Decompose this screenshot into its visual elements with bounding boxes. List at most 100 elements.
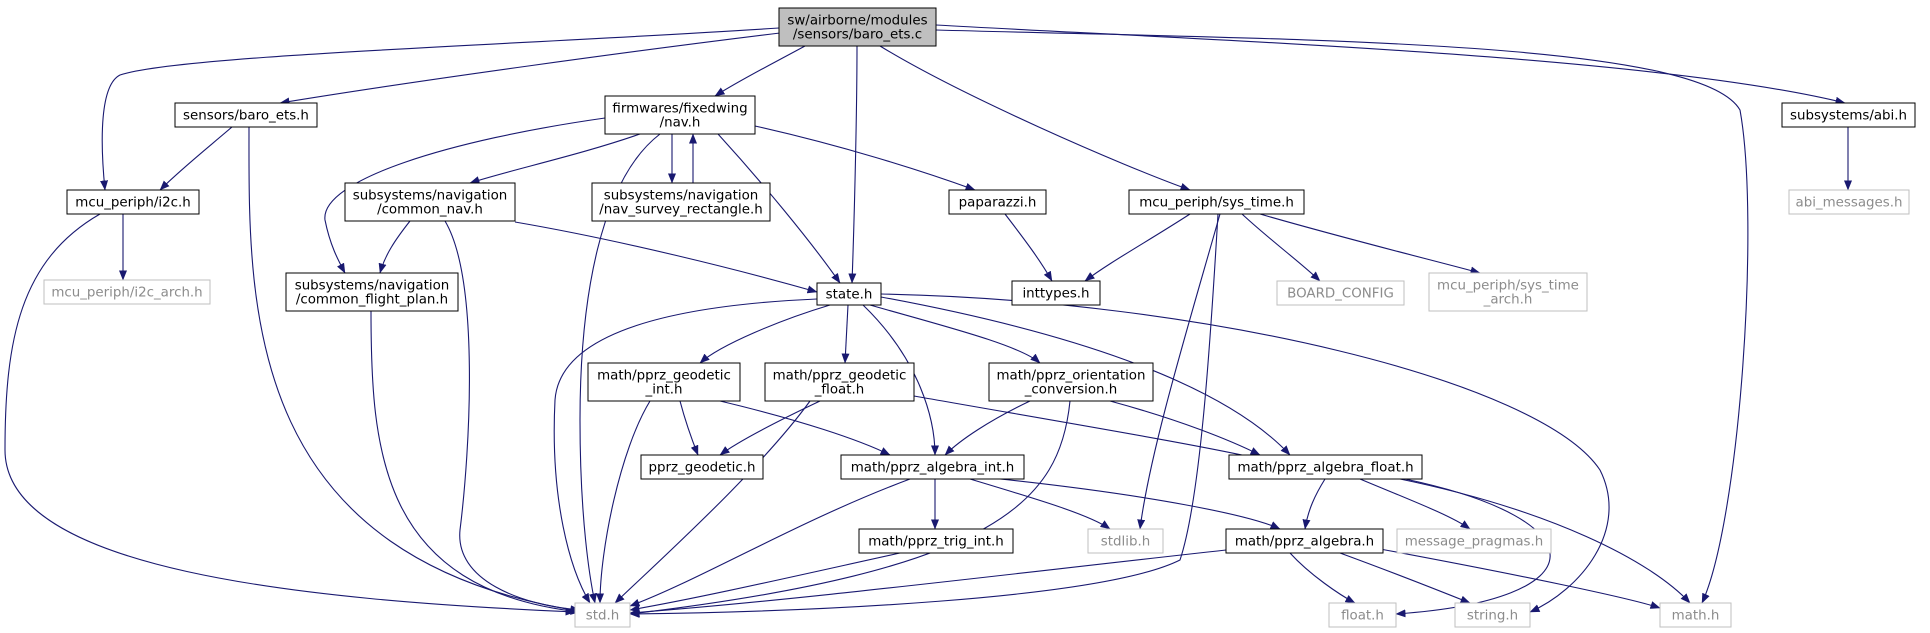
edge-nav-h-to-state-h — [717, 133, 841, 284]
edge-state-h-to-orientation-h — [869, 304, 1041, 364]
node-state-h[interactable]: state.h — [816, 282, 882, 306]
node-label: _conversion.h — [1024, 383, 1118, 398]
node-board-config: BOARD_CONFIG — [1276, 280, 1405, 306]
node-label: mcu_periph/i2c.h — [75, 196, 190, 211]
node-box — [858, 528, 1014, 554]
node-label: mcu_periph/i2c_arch.h — [51, 286, 202, 301]
node-box — [604, 95, 756, 135]
node-label: math.h — [1672, 609, 1720, 624]
edge-algebra-float-h-to-message-pragmas-h — [1359, 478, 1471, 530]
node-orientation-h[interactable]: math/pprz_orientation_conversion.h — [988, 362, 1154, 402]
node-label: abi_messages.h — [1795, 196, 1902, 211]
node-box — [778, 7, 937, 47]
edge-geodetic-float-h-to-algebra-float-h — [913, 395, 1261, 461]
edge-common-nav-h-to-common-flight-plan-h — [378, 220, 411, 274]
node-box — [66, 189, 200, 215]
node-paparazzi-h[interactable]: paparazzi.h — [948, 189, 1047, 215]
node-algebra-int-h[interactable]: math/pprz_algebra_int.h — [840, 454, 1025, 480]
node-box — [1276, 280, 1405, 306]
edge-common-nav-h-to-state-h — [514, 221, 818, 294]
node-label: math/pprz_algebra_float.h — [1237, 461, 1413, 476]
node-label: math/pprz_algebra_int.h — [851, 461, 1015, 476]
node-box — [43, 279, 211, 305]
node-label: math/pprz_geodetic — [773, 369, 907, 384]
edge-algebra-int-h-to-std-h — [629, 478, 911, 607]
node-box — [587, 362, 741, 402]
node-algebra-float-h[interactable]: math/pprz_algebra_float.h — [1228, 454, 1423, 480]
edge-algebra-h-to-math-h — [1379, 548, 1661, 609]
node-box — [1788, 189, 1910, 215]
edge-state-h-to-std-h — [553, 298, 818, 604]
node-box — [1454, 602, 1531, 628]
node-label: inttypes.h — [1022, 287, 1089, 302]
node-geodetic-int-h[interactable]: math/pprz_geodetic_int.h — [587, 362, 741, 402]
edge-state-h-to-geodetic-float-h — [841, 304, 850, 364]
edge-state-h-to-geodetic-int-h — [699, 304, 831, 364]
node-label: /nav.h — [660, 116, 701, 131]
node-label: math/pprz_algebra.h — [1235, 535, 1374, 550]
node-message-pragmas-h: message_pragmas.h — [1396, 528, 1552, 554]
node-box — [1087, 528, 1164, 554]
node-box — [1228, 454, 1423, 480]
node-box — [174, 102, 318, 128]
node-label: mcu_periph/sys_time — [1437, 279, 1579, 294]
node-trig-int-h[interactable]: math/pprz_trig_int.h — [858, 528, 1014, 554]
node-box — [1659, 602, 1732, 628]
node-box — [1328, 602, 1397, 628]
edge-algebra-h-to-float-h — [1289, 552, 1356, 604]
node-sys-time-arch-h: mcu_periph/sys_time_arch.h — [1428, 272, 1588, 312]
node-box — [1128, 189, 1305, 215]
edge-root-to-i2c-h — [100, 27, 780, 191]
node-label: /common_flight_plan.h — [296, 293, 448, 308]
node-label: _float.h — [814, 383, 865, 398]
node-label: subsystems/navigation — [353, 189, 508, 204]
edge-geodetic-int-h-to-algebra-int-h — [719, 400, 891, 456]
node-box — [1011, 280, 1101, 306]
edge-state-h-to-string-h — [880, 293, 1610, 613]
node-algebra-h[interactable]: math/pprz_algebra.h — [1225, 528, 1384, 554]
node-label: std.h — [586, 609, 619, 624]
node-pprz-geodetic-h[interactable]: pprz_geodetic.h — [640, 454, 764, 480]
node-math-h: math.h — [1659, 602, 1732, 628]
node-inttypes-h[interactable]: inttypes.h — [1011, 280, 1101, 306]
edge-common-nav-h-to-std-h — [444, 220, 581, 614]
node-common-nav-h[interactable]: subsystems/navigation/common_nav.h — [344, 182, 516, 222]
edge-geodetic-int-h-to-pprz-geodetic-h — [679, 400, 699, 456]
edge-sys-time-h-to-sys-time-arch-h — [1259, 213, 1481, 275]
node-label: message_pragmas.h — [1405, 535, 1544, 550]
edge-orientation-h-to-algebra-float-h — [1109, 400, 1261, 456]
node-label: string.h — [1467, 609, 1518, 624]
edge-root-to-abi-h — [935, 24, 1846, 105]
node-sys-time-h[interactable]: mcu_periph/sys_time.h — [1128, 189, 1305, 215]
node-box — [1225, 528, 1384, 554]
node-geodetic-float-h[interactable]: math/pprz_geodetic_float.h — [764, 362, 915, 402]
node-box — [574, 602, 631, 628]
node-box — [948, 189, 1047, 215]
node-box — [640, 454, 764, 480]
edge-sys-time-h-to-stdlib-h — [1137, 213, 1221, 530]
edge-sys-time-h-to-board-config — [1241, 213, 1321, 282]
node-abi-messages-h: abi_messages.h — [1788, 189, 1910, 215]
edge-sys-time-h-to-std-h — [629, 213, 1219, 618]
node-abi-h[interactable]: subsystems/abi.h — [1781, 102, 1916, 128]
node-label: math/pprz_geodetic — [597, 369, 731, 384]
edge-sensors-baro-ets-h-to-i2c-h — [159, 126, 233, 191]
node-box — [591, 182, 771, 222]
edge-geodetic-int-h-to-std-h — [596, 400, 651, 604]
edge-algebra-h-to-string-h — [1339, 552, 1471, 604]
node-nav-survey-h[interactable]: subsystems/navigation/nav_survey_rectang… — [591, 182, 771, 222]
node-label: /nav_survey_rectangle.h — [599, 203, 763, 218]
edge-nav-h-to-common-nav-h — [469, 133, 641, 184]
edge-root-to-sys-time-h — [879, 45, 1191, 191]
node-sensors-baro-ets-h[interactable]: sensors/baro_ets.h — [174, 102, 318, 128]
node-box — [988, 362, 1154, 402]
node-label: math/pprz_orientation — [997, 369, 1146, 384]
node-label: sw/airborne/modules — [787, 14, 927, 29]
edge-trig-int-h-to-std-h — [629, 552, 901, 613]
node-root[interactable]: sw/airborne/modules/sensors/baro_ets.c — [778, 7, 937, 47]
edge-root-to-state-h — [848, 45, 858, 284]
node-common-flight-plan-h[interactable]: subsystems/navigation/common_flight_plan… — [285, 272, 459, 312]
node-nav-h[interactable]: firmwares/fixedwing/nav.h — [604, 95, 756, 135]
edge-nav-h-to-common-flight-plan-h — [324, 117, 606, 274]
node-i2c-h[interactable]: mcu_periph/i2c.h — [66, 189, 200, 215]
